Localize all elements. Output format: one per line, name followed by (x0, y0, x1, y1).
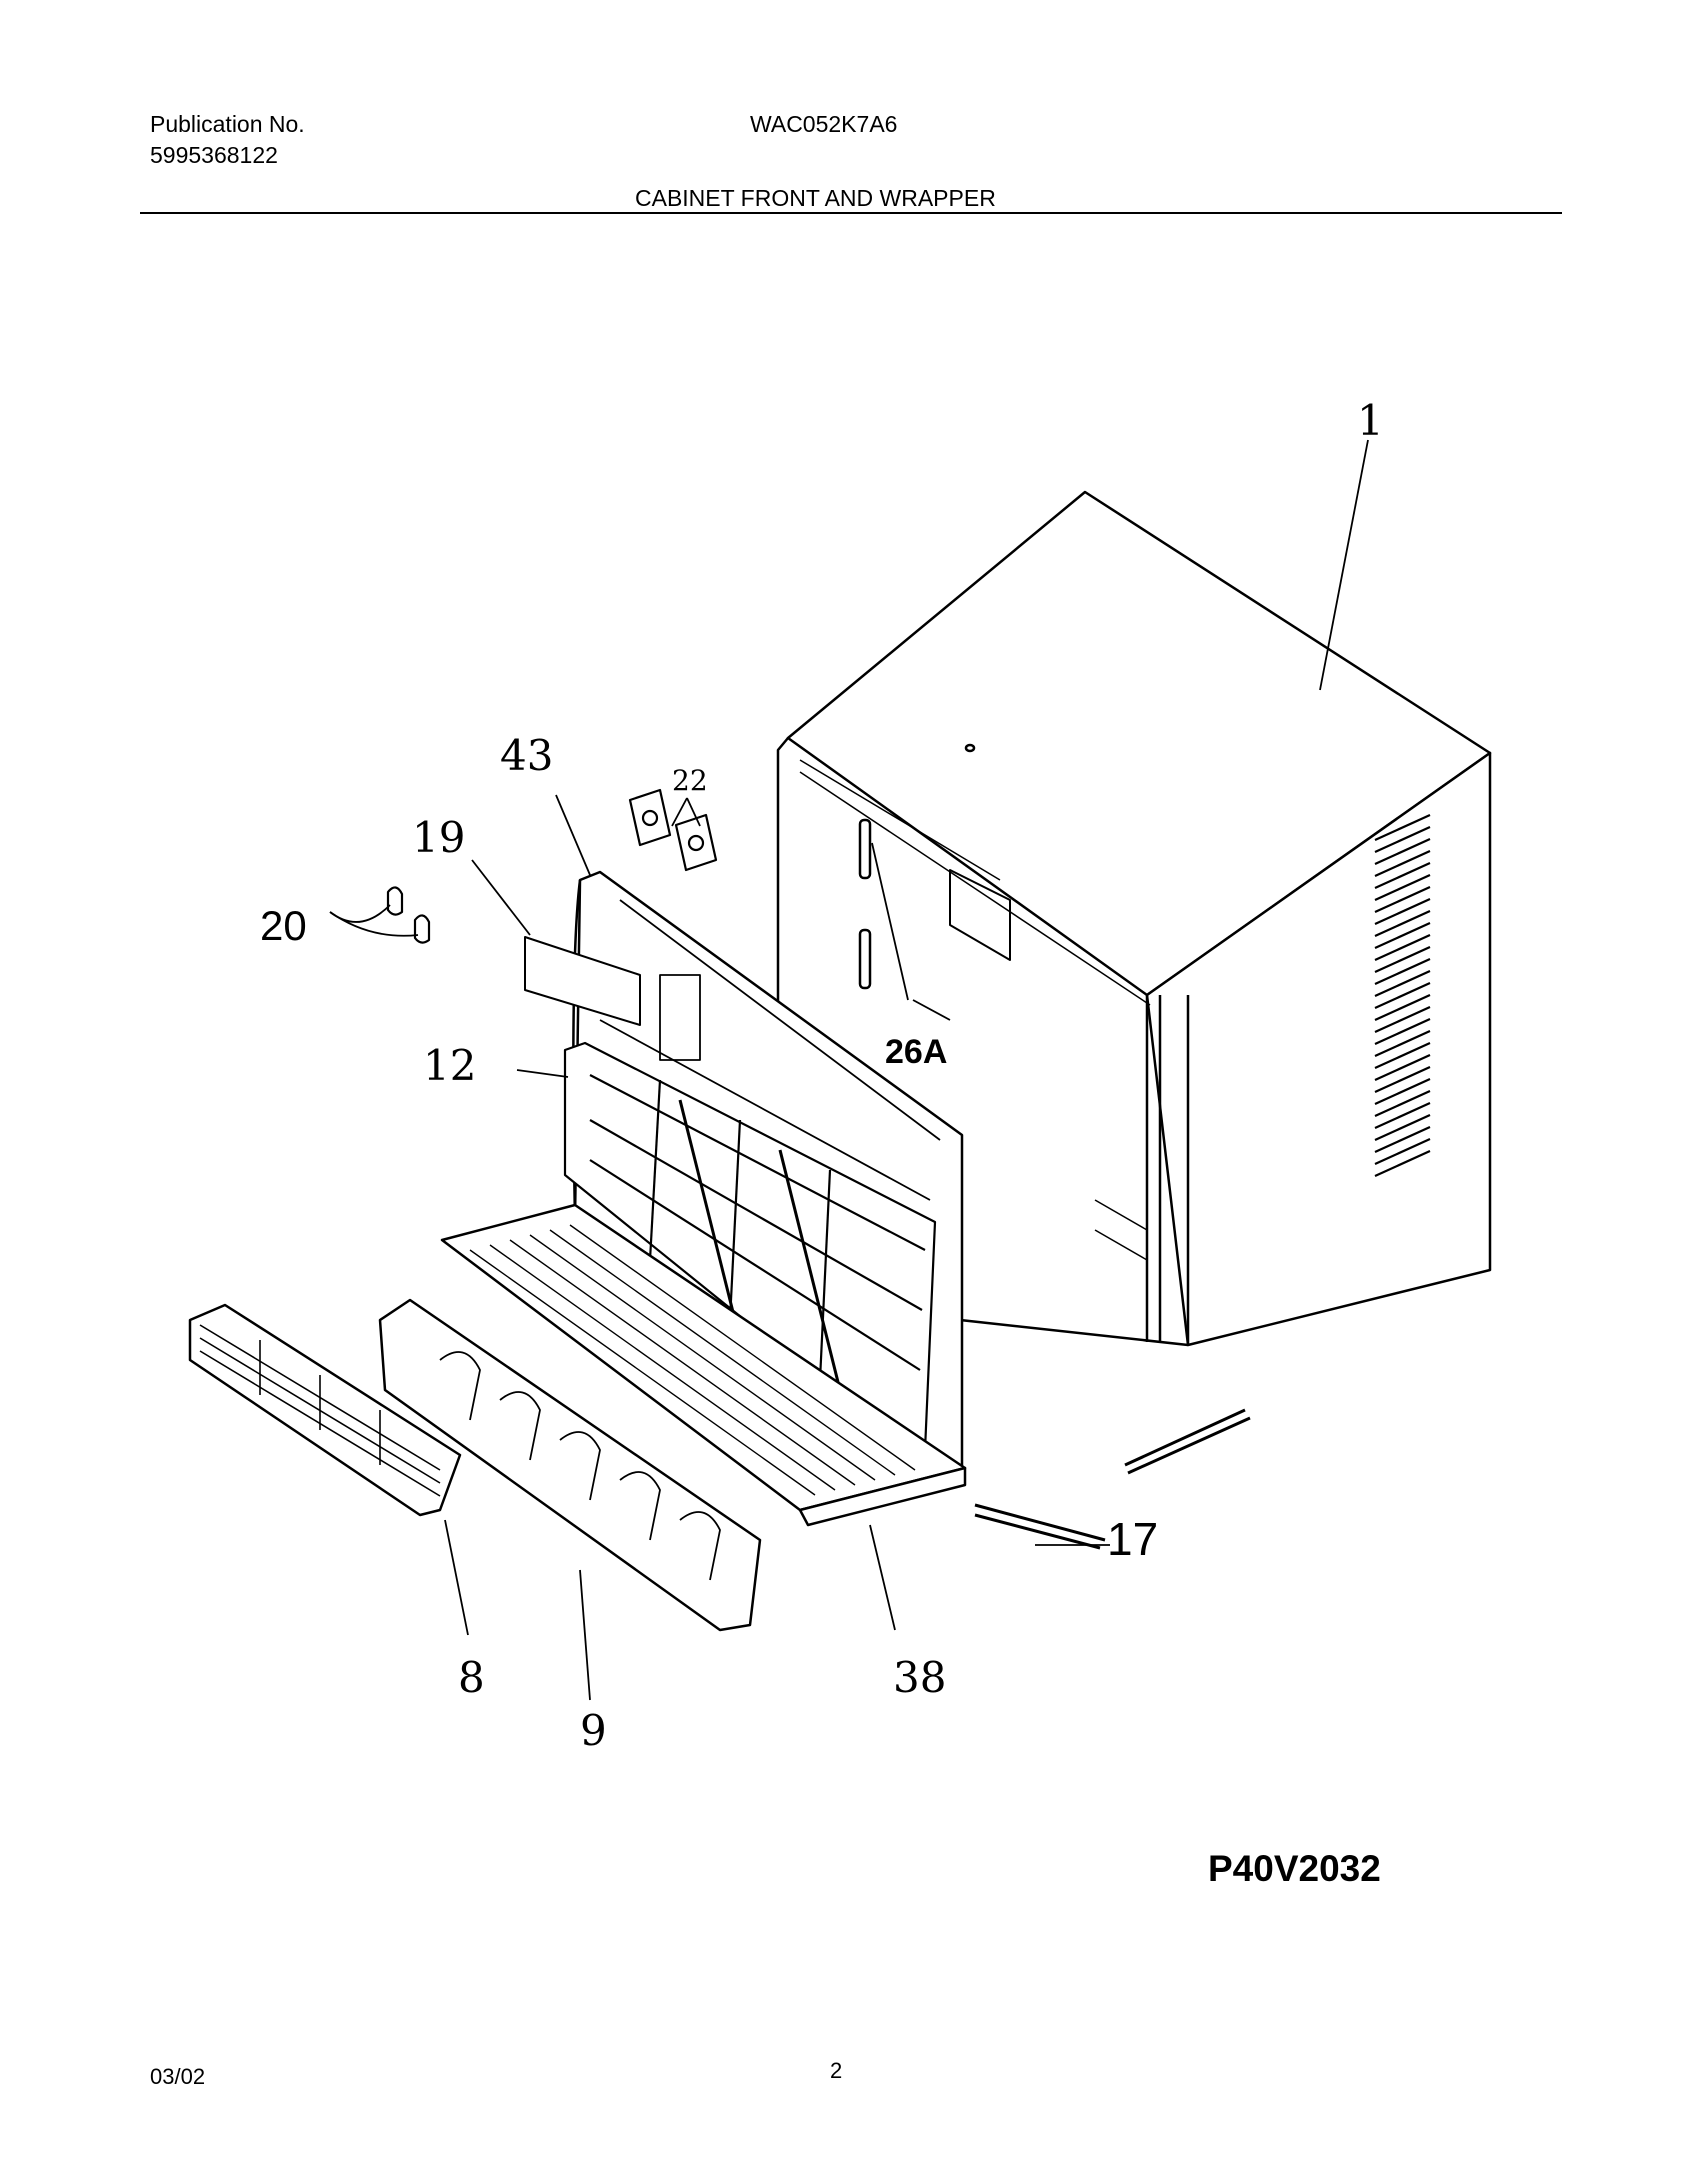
callout-43: 43 (500, 731, 553, 780)
publication-label: Publication No. (150, 111, 305, 137)
callout-12: 12 (423, 1041, 476, 1090)
brackets-part (628, 788, 718, 872)
label-part (524, 936, 641, 1026)
callout-20: 20 (260, 902, 307, 949)
section-title: CABINET FRONT AND WRAPPER (635, 185, 996, 211)
side-louver-vents (1374, 813, 1431, 1178)
callout-8: 8 (458, 1653, 485, 1702)
callout-9: 9 (580, 1706, 607, 1755)
header-rule (140, 212, 1562, 214)
callout-38: 38 (893, 1653, 946, 1702)
callout-17: 17 (1107, 1513, 1158, 1565)
model-number: WAC052K7A6 (750, 111, 898, 137)
weatherstrip-part (974, 1408, 1251, 1550)
publication-number: 5995368122 (150, 142, 278, 168)
callout-19: 19 (412, 813, 465, 862)
leader-lines (329, 439, 1369, 1701)
grille-frame-part (440, 1203, 967, 1527)
publication-date: 03/02 (150, 2064, 206, 2089)
air-deflector-part (378, 1298, 762, 1632)
figure-code: P40V2032 (1208, 1848, 1381, 1889)
callout-26a: 26A (885, 1033, 947, 1071)
cabinet-wrapper-part (776, 490, 1492, 1347)
callout-1: 1 (1357, 396, 1384, 445)
clips-part (386, 886, 431, 944)
callout-22: 22 (672, 764, 708, 797)
louver-part (188, 1303, 462, 1517)
page-number: 2 (830, 2058, 843, 2083)
